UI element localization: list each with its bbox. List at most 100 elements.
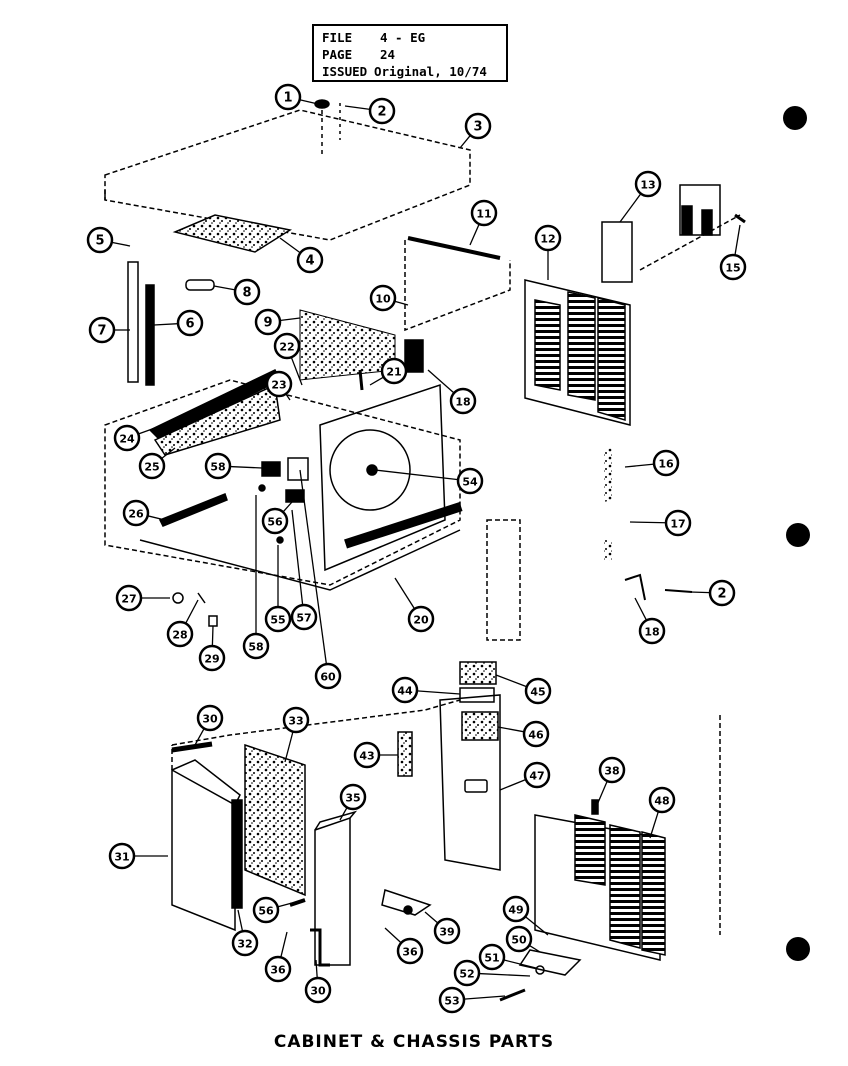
callout-label: 21: [386, 366, 401, 379]
callout-circle: [664, 509, 692, 537]
callout-4: 4: [279, 237, 324, 274]
pad-44: [459, 687, 495, 703]
callout-circle: [449, 387, 477, 415]
fan-shroud-54: [319, 383, 446, 572]
leader-line: [394, 300, 409, 306]
issued-label: ISSUED: [322, 64, 368, 79]
leader-line: [229, 465, 263, 469]
callout-label: 48: [654, 795, 669, 808]
leader-line: [499, 778, 527, 791]
base-rail-20: [344, 501, 463, 549]
callout-51: 51: [478, 943, 537, 971]
callout-56: 56: [252, 896, 293, 924]
callout-circle: [196, 704, 224, 732]
callout-21: 21: [369, 357, 408, 386]
leader-line: [299, 99, 319, 105]
leader-line: [277, 902, 293, 908]
leader-line: [315, 959, 318, 979]
leader-line: [478, 972, 531, 977]
callout-circle: [252, 896, 280, 924]
pad-45: [459, 661, 497, 685]
callout-circle: [254, 308, 282, 336]
callout-circle: [634, 170, 662, 198]
leader-line: [147, 515, 166, 521]
callout-circle: [638, 617, 666, 645]
lower-assembly-group: [171, 661, 721, 1002]
front-grille-upper-group: [486, 184, 746, 641]
callout-2: 2: [344, 97, 396, 125]
callout-circle: [265, 370, 293, 398]
callout-label: 43: [359, 750, 374, 763]
leader-line: [495, 674, 528, 688]
callout-label: 38: [604, 765, 619, 778]
leader-line: [161, 447, 176, 460]
callout-circle: [176, 309, 204, 337]
callout-32: 32: [231, 909, 259, 957]
callout-label: 53: [444, 995, 459, 1008]
callout-47: 47: [499, 761, 551, 791]
callout-label: 4: [305, 254, 314, 269]
side-rail-7: [127, 261, 139, 383]
callout-label: 15: [725, 262, 740, 275]
callout-label: 18: [455, 396, 470, 409]
leader-line: [299, 469, 328, 665]
side-rail-6: [145, 284, 155, 386]
callout-2: 2: [689, 579, 736, 607]
filter-32: [231, 799, 243, 909]
callout-48: 48: [648, 786, 676, 839]
callout-22: 22: [273, 332, 303, 386]
leader-line: [282, 501, 293, 513]
callout-53: 53: [438, 986, 506, 1014]
cabinet-side-group: [104, 236, 511, 627]
callout-label: 47: [529, 770, 544, 783]
callout-circle: [522, 720, 550, 748]
callout-circle: [339, 783, 367, 811]
callout-label: 55: [270, 614, 285, 627]
leader-line: [629, 521, 667, 524]
callout-label: 16: [658, 458, 674, 471]
callout-circle: [274, 83, 302, 111]
leader-line: [528, 944, 541, 953]
filter-43: [397, 731, 413, 777]
callout-circle: [368, 97, 396, 125]
callout-label: 32: [237, 938, 252, 951]
punch-hole-bottom: [786, 937, 810, 961]
callout-label: 23: [271, 379, 286, 392]
leader-line: [649, 811, 660, 839]
leader-line: [427, 369, 455, 394]
insulation-25: [153, 383, 281, 456]
leader-line: [284, 731, 294, 763]
leader-line: [469, 223, 480, 246]
callout-25: 25: [138, 447, 176, 480]
callout-label: 57: [296, 612, 311, 625]
callout-label: 2: [377, 105, 386, 120]
pad-46: [461, 711, 499, 741]
callout-10: 10: [369, 284, 409, 312]
callout-label: 2: [717, 587, 726, 602]
leader-line: [185, 599, 199, 624]
leader-line: [339, 807, 348, 821]
callout-11: 11: [469, 199, 498, 246]
callout-circle: [708, 579, 736, 607]
callout-label: 8: [242, 286, 251, 301]
chassis-base: [104, 379, 461, 586]
callout-label: 50: [511, 934, 527, 947]
drain-bar-11: [407, 236, 501, 260]
leader-line: [624, 463, 655, 468]
leader-line: [459, 134, 471, 149]
duct-35: [314, 816, 351, 966]
leader-line: [503, 959, 537, 969]
callout-circle: [138, 452, 166, 480]
callout-label: 60: [320, 671, 336, 684]
callout-circle: [296, 246, 324, 274]
callout-circle: [652, 449, 680, 477]
callout-label: 6: [185, 317, 194, 332]
callout-12: 12: [534, 224, 562, 280]
callout-circle: [433, 917, 461, 945]
callout-circle: [534, 224, 562, 252]
grommet-27: [172, 592, 184, 604]
callout-circle: [456, 467, 484, 495]
leader-line: [138, 427, 156, 435]
